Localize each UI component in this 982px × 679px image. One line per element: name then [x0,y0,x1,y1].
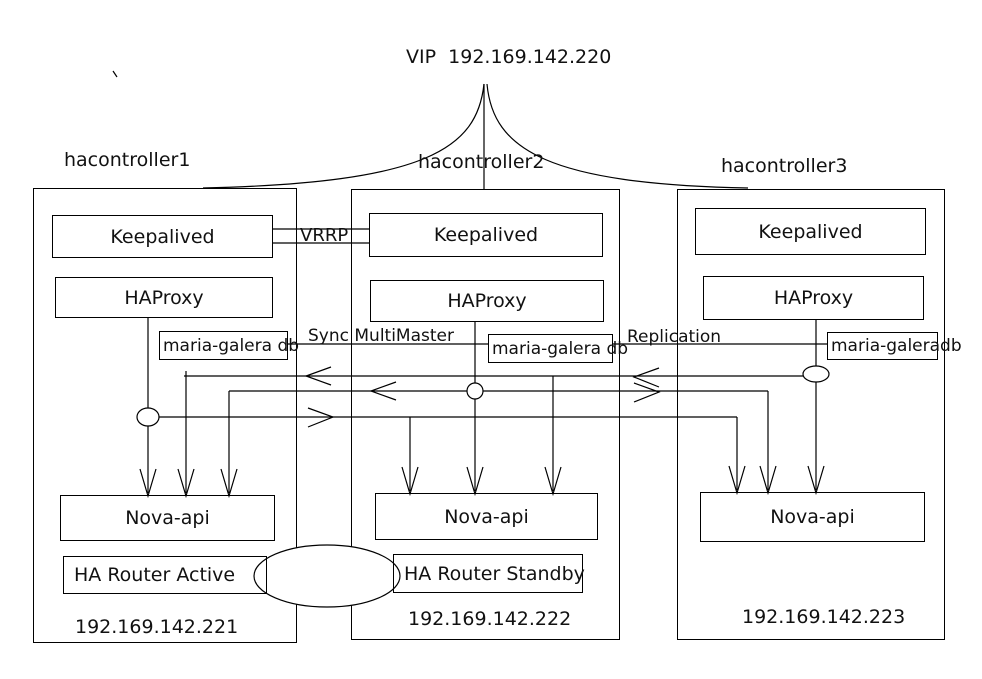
mariadb-box-2: maria-galera db [488,334,628,363]
arrow-down-novaapi2-1 [401,466,419,497]
haproxy-box-1: HAProxy [55,277,273,318]
haproxy-label-2: HAProxy [447,290,527,312]
novaapi-box-3: Nova-api [700,492,925,542]
haproxy-box-3: HAProxy [703,276,924,320]
vip-label: VIP 192.169.142.220 [406,46,612,68]
mariadb-label-2: maria-galera db [492,338,629,359]
ha-router-ellipse [253,544,401,608]
vip-curve-to-controller1 [202,83,485,189]
arrow-left-line-a-1 [304,366,332,386]
vrrp-label: VRRP [300,225,349,246]
arrow-down-novaapi3-1 [728,465,746,496]
mariadb-box-1: maria-galera db [159,331,299,360]
haproxy-label-1: HAProxy [124,286,204,309]
ha-router-active-box: HA Router Active [63,556,267,594]
arrow-down-novaapi1-1 [139,468,157,499]
haproxy-label-3: HAProxy [773,287,854,309]
keepalived-label-1: Keepalived [110,225,215,248]
stray-mark [112,70,118,78]
arrow-down-novaapi2-3 [544,466,562,497]
novaapi-label-1: Nova-api [125,507,210,529]
arrow-right-line-c [307,407,335,428]
vip-curve-to-controller3 [486,83,749,189]
sync-multimaster-label: Sync MultiMaster [308,326,454,346]
controller2-ip: 192.169.142.222 [408,608,572,630]
arrow-left-line-b [369,381,397,401]
controller3-box [677,189,945,640]
controller2-box [351,189,620,640]
replication-label: Replication [627,327,722,347]
mariadb-box-3: maria-galeradb [827,332,962,360]
controller1-name: hacontroller1 [64,149,191,171]
ha-router-standby-box: HA Router Standby [393,554,585,593]
mariadb-label-1: maria-galera db [163,335,300,356]
ha-router-standby-label: HA Router Standby [404,562,585,585]
tap-circle-controller1 [136,407,160,427]
tap-circle-controller2 [466,382,484,400]
keepalived-box-2: Keepalived [369,213,603,257]
controller2-name: hacontroller2 [418,151,545,173]
arrow-down-novaapi2-2 [466,466,484,497]
arrow-right-line-b [633,382,661,403]
controller1-box [33,188,297,643]
controller3-ip: 192.169.142.223 [742,606,906,628]
controller1-ip: 192.169.142.221 [75,616,239,638]
keepalived-label-2: Keepalived [433,224,539,246]
keepalived-box-3: Keepalived [695,208,926,255]
mariadb-label-3: maria-galeradb [831,336,962,356]
novaapi-box-2: Nova-api [375,493,598,540]
arrow-left-line-a-2 [632,367,660,388]
arrow-down-novaapi1-2 [177,468,195,499]
arrow-down-novaapi3-3 [807,465,825,496]
arrow-down-novaapi1-3 [220,468,238,499]
keepalived-label-3: Keepalived [758,220,863,243]
ha-router-active-label: HA Router Active [74,564,236,586]
arrow-down-novaapi3-2 [759,465,777,496]
haproxy-box-2: HAProxy [370,280,604,322]
novaapi-box-1: Nova-api [60,495,275,541]
keepalived-box-1: Keepalived [52,215,273,258]
novaapi-label-3: Nova-api [770,506,855,528]
tap-circle-controller3 [802,365,830,383]
controller3-name: hacontroller3 [721,155,848,177]
novaapi-label-2: Nova-api [444,505,529,528]
